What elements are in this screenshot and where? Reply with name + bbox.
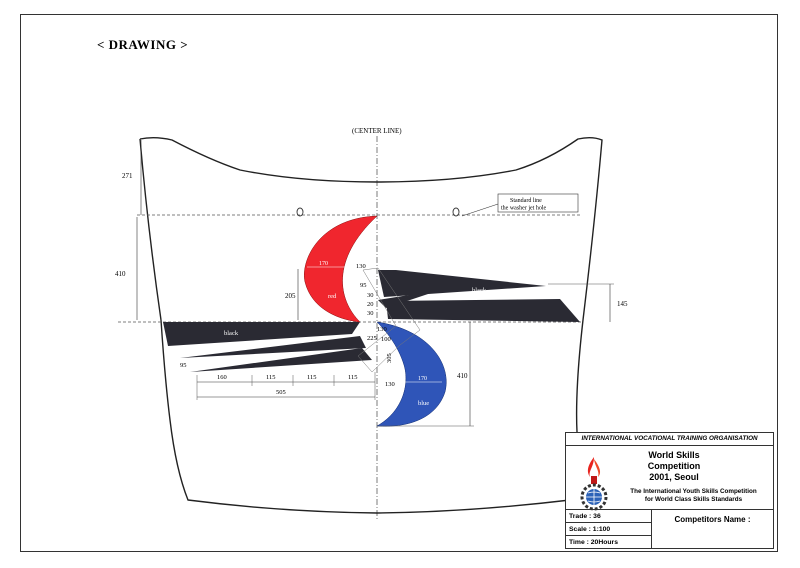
dim-130-mid: 130 — [377, 326, 387, 333]
dim-115a: 115 — [266, 374, 276, 381]
event-line-3: 2001, Seoul — [649, 472, 699, 482]
black-stripe-upper-1 — [378, 270, 546, 297]
time-field: Time : 20Hours — [566, 536, 652, 549]
dim-410-right: 410 — [457, 372, 468, 380]
dim-115b: 115 — [307, 374, 317, 381]
subtitle-line-2: for World Class Skills Standards — [644, 496, 743, 503]
black-stripe-upper-3 — [378, 290, 440, 308]
dim-505: 505 — [276, 389, 286, 396]
black-stripe-lower-3 — [190, 348, 372, 372]
black-stripe-upper-2 — [386, 299, 580, 322]
dim-145: 145 — [617, 300, 628, 308]
torch-globe-gear-icon — [580, 457, 608, 511]
dim-angle-30a: 30 — [367, 292, 374, 299]
event-line-1: World Skills — [648, 450, 700, 460]
dim-angle-20: 20 — [367, 301, 374, 308]
black-stripe-lower-1 — [163, 322, 360, 346]
dim-170-blue: 170 — [418, 376, 427, 382]
construction-band — [357, 267, 421, 373]
title-block-grid: Trade : 36 Scale : 1:100 Time : 20Hours … — [566, 509, 773, 549]
label-black-upper: black — [472, 287, 487, 294]
center-line-label: (CENTER LINE) — [352, 127, 402, 135]
dim-130-top: 130 — [356, 263, 366, 270]
dim-225: 225 — [367, 335, 377, 342]
dim-205: 205 — [285, 292, 296, 300]
callout-text-2: the washer jet hole — [501, 206, 546, 212]
dim-100: 100 — [381, 336, 391, 343]
dim-170-red: 170 — [319, 261, 328, 267]
callout-leader — [461, 203, 499, 217]
trade-field: Trade : 36 — [566, 510, 652, 523]
label-blue: blue — [418, 400, 429, 407]
drawing-heading: < DRAWING > — [97, 37, 189, 52]
dim-271: 271 — [122, 172, 133, 180]
red-crescent — [304, 215, 378, 323]
event-subtitle: The International Youth Skills Competiti… — [616, 488, 771, 504]
dim-305: 305 — [386, 353, 393, 363]
dim-410-left: 410 — [115, 270, 126, 278]
washer-hole-left — [296, 207, 304, 217]
callout-box — [497, 193, 579, 213]
label-black-lower: black — [224, 330, 239, 337]
callout-text-1: Standard line — [510, 198, 542, 204]
dim-130-bottom: 130 — [385, 381, 395, 388]
subtitle-line-1: The International Youth Skills Competiti… — [630, 488, 757, 495]
event-line-2: Competition — [647, 461, 701, 471]
dim-160: 160 — [217, 374, 227, 381]
competitor-name-field[interactable]: Competitors Name : — [674, 515, 751, 524]
dim-115c: 115 — [348, 374, 358, 381]
dim-angle-30b: 30 — [367, 310, 374, 317]
washer-hole-right — [452, 207, 460, 217]
label-red: red — [328, 293, 337, 300]
dim-95: 95 — [180, 362, 187, 369]
organisation-name: INTERNATIONAL VOCATIONAL TRAINING ORGANI… — [566, 433, 773, 446]
hood-outline — [139, 137, 603, 514]
black-stripe-lower-2 — [180, 336, 366, 358]
title-block: INTERNATIONAL VOCATIONAL TRAINING ORGANI… — [565, 432, 774, 549]
event-title: World Skills Competition 2001, Seoul — [614, 450, 734, 483]
drawing-sheet — [20, 14, 778, 552]
dim-angle-95: 95 — [360, 282, 367, 289]
scale-field: Scale : 1:100 — [566, 523, 652, 536]
